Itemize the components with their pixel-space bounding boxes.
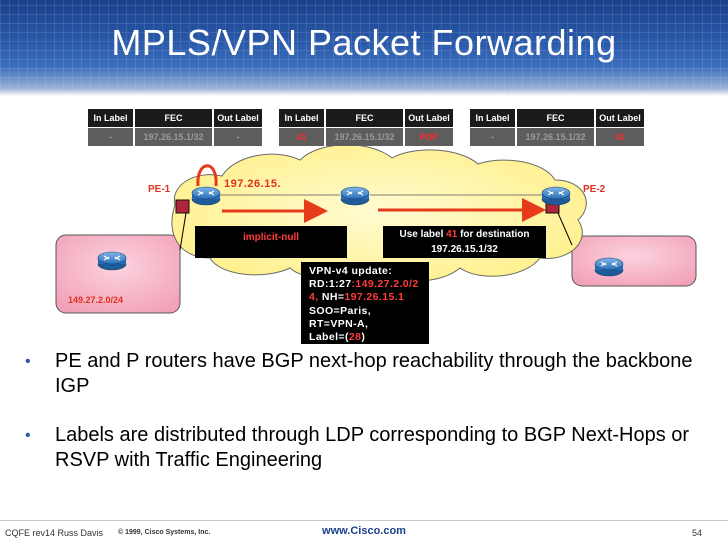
loopback-arc (196, 164, 218, 187)
vpnv4-nh-value: 197.26.15.1 (344, 291, 405, 304)
table-header: FEC (326, 109, 403, 127)
use-label-value: 41 (446, 229, 458, 240)
use-label-destination: 197.26.15.1/32 (431, 244, 498, 255)
bullet-text: PE and P routers have BGP next-hop reach… (55, 350, 693, 397)
implicit-null-text: implicit-null (242, 232, 300, 243)
vpnv4-prefix-end: 4, (309, 291, 319, 304)
router-icon[interactable] (340, 186, 370, 206)
slide-title: MPLS/VPN Packet Forwarding (111, 22, 617, 63)
vpnv4-nh-label: NH= (318, 291, 345, 304)
table-cell: - (88, 128, 133, 146)
title-band: MPLS/VPN Packet Forwarding (0, 0, 728, 96)
router-icon[interactable] (541, 186, 571, 206)
pe2-label: PE-2 (583, 184, 606, 195)
vpnv4-line: Label=(28) (309, 331, 429, 344)
table-header: In Label (88, 109, 133, 127)
vpnv4-line: SOO=Paris, (309, 304, 372, 317)
footer-website: www.Cisco.com (322, 525, 406, 537)
footer-course: CQFE rev14 Russ Davis (5, 528, 104, 538)
vpnv4-update-box: VPN-v4 update: RD:1:27:149.27.2.0/2 4, N… (301, 262, 429, 344)
table-header: FEC (517, 109, 594, 127)
use-label-box: Use label 41 for destination 197.26.15.1… (383, 226, 546, 258)
footer-copyright: © 1999, Cisco Systems, Inc. (118, 529, 211, 536)
table-cell: 197.26.15.1/32 (326, 128, 403, 146)
implicit-null-box: implicit-null (195, 226, 347, 258)
site-left (55, 234, 181, 314)
page-number: 54 (692, 528, 703, 538)
table-cell: 41 (596, 128, 644, 146)
vpnv4-line: RD:1:27:149.27.2.0/2 (309, 278, 429, 291)
table-header: In Label (279, 109, 324, 127)
vpnv4-label-close: ) (361, 331, 366, 344)
table-header: Out Label (405, 109, 453, 127)
bullet-text: Labels are distributed through LDP corre… (55, 424, 690, 471)
table-cell: POP (405, 128, 453, 146)
loopback-address-label: 197.26.15. (224, 178, 281, 190)
title-band-grid (0, 0, 728, 96)
vpnv4-label-open: Label=( (309, 331, 349, 344)
table-cell: 197.26.15.1/32 (517, 128, 594, 146)
table-header: FEC (135, 109, 212, 127)
table-header: In Label (470, 109, 515, 127)
table-header: Out Label (596, 109, 644, 127)
bullet-dot-icon: • (25, 427, 31, 444)
router-icon[interactable] (594, 257, 624, 277)
site-right (571, 235, 697, 287)
bullet-dot-icon: • (25, 353, 31, 370)
vpnv4-line: VPN-v4 update: (309, 265, 393, 277)
table-cell: 197.26.15.1/32 (135, 128, 212, 146)
pe1-interface (175, 199, 190, 214)
vpnv4-line: RT=VPN-A, (309, 317, 369, 330)
vpnv4-line: 4, NH=197.26.15.1 (309, 291, 429, 304)
vpnv4-label-value: 28 (348, 331, 362, 344)
table-cell: 41 (279, 128, 324, 146)
backbone-cloud (171, 144, 587, 282)
vpnv4-prefix: :149.27.2.0/2 (351, 278, 419, 291)
pe1-label: PE-1 (148, 184, 171, 195)
customer-network-label: 149.27.2.0/24 (68, 295, 124, 305)
link-right-pe2 (557, 212, 573, 246)
router-icon[interactable] (97, 251, 127, 271)
table-cell: - (214, 128, 262, 146)
table-cell: - (470, 128, 515, 146)
table-header: Out Label (214, 109, 262, 127)
router-icon[interactable] (191, 186, 221, 206)
footer-divider (0, 520, 728, 521)
use-label-suffix: for destination (457, 229, 530, 240)
link-left-pe1 (179, 212, 187, 251)
use-label-prefix: Use label (399, 229, 447, 240)
vpnv4-rd: RD:1:27 (309, 278, 352, 291)
